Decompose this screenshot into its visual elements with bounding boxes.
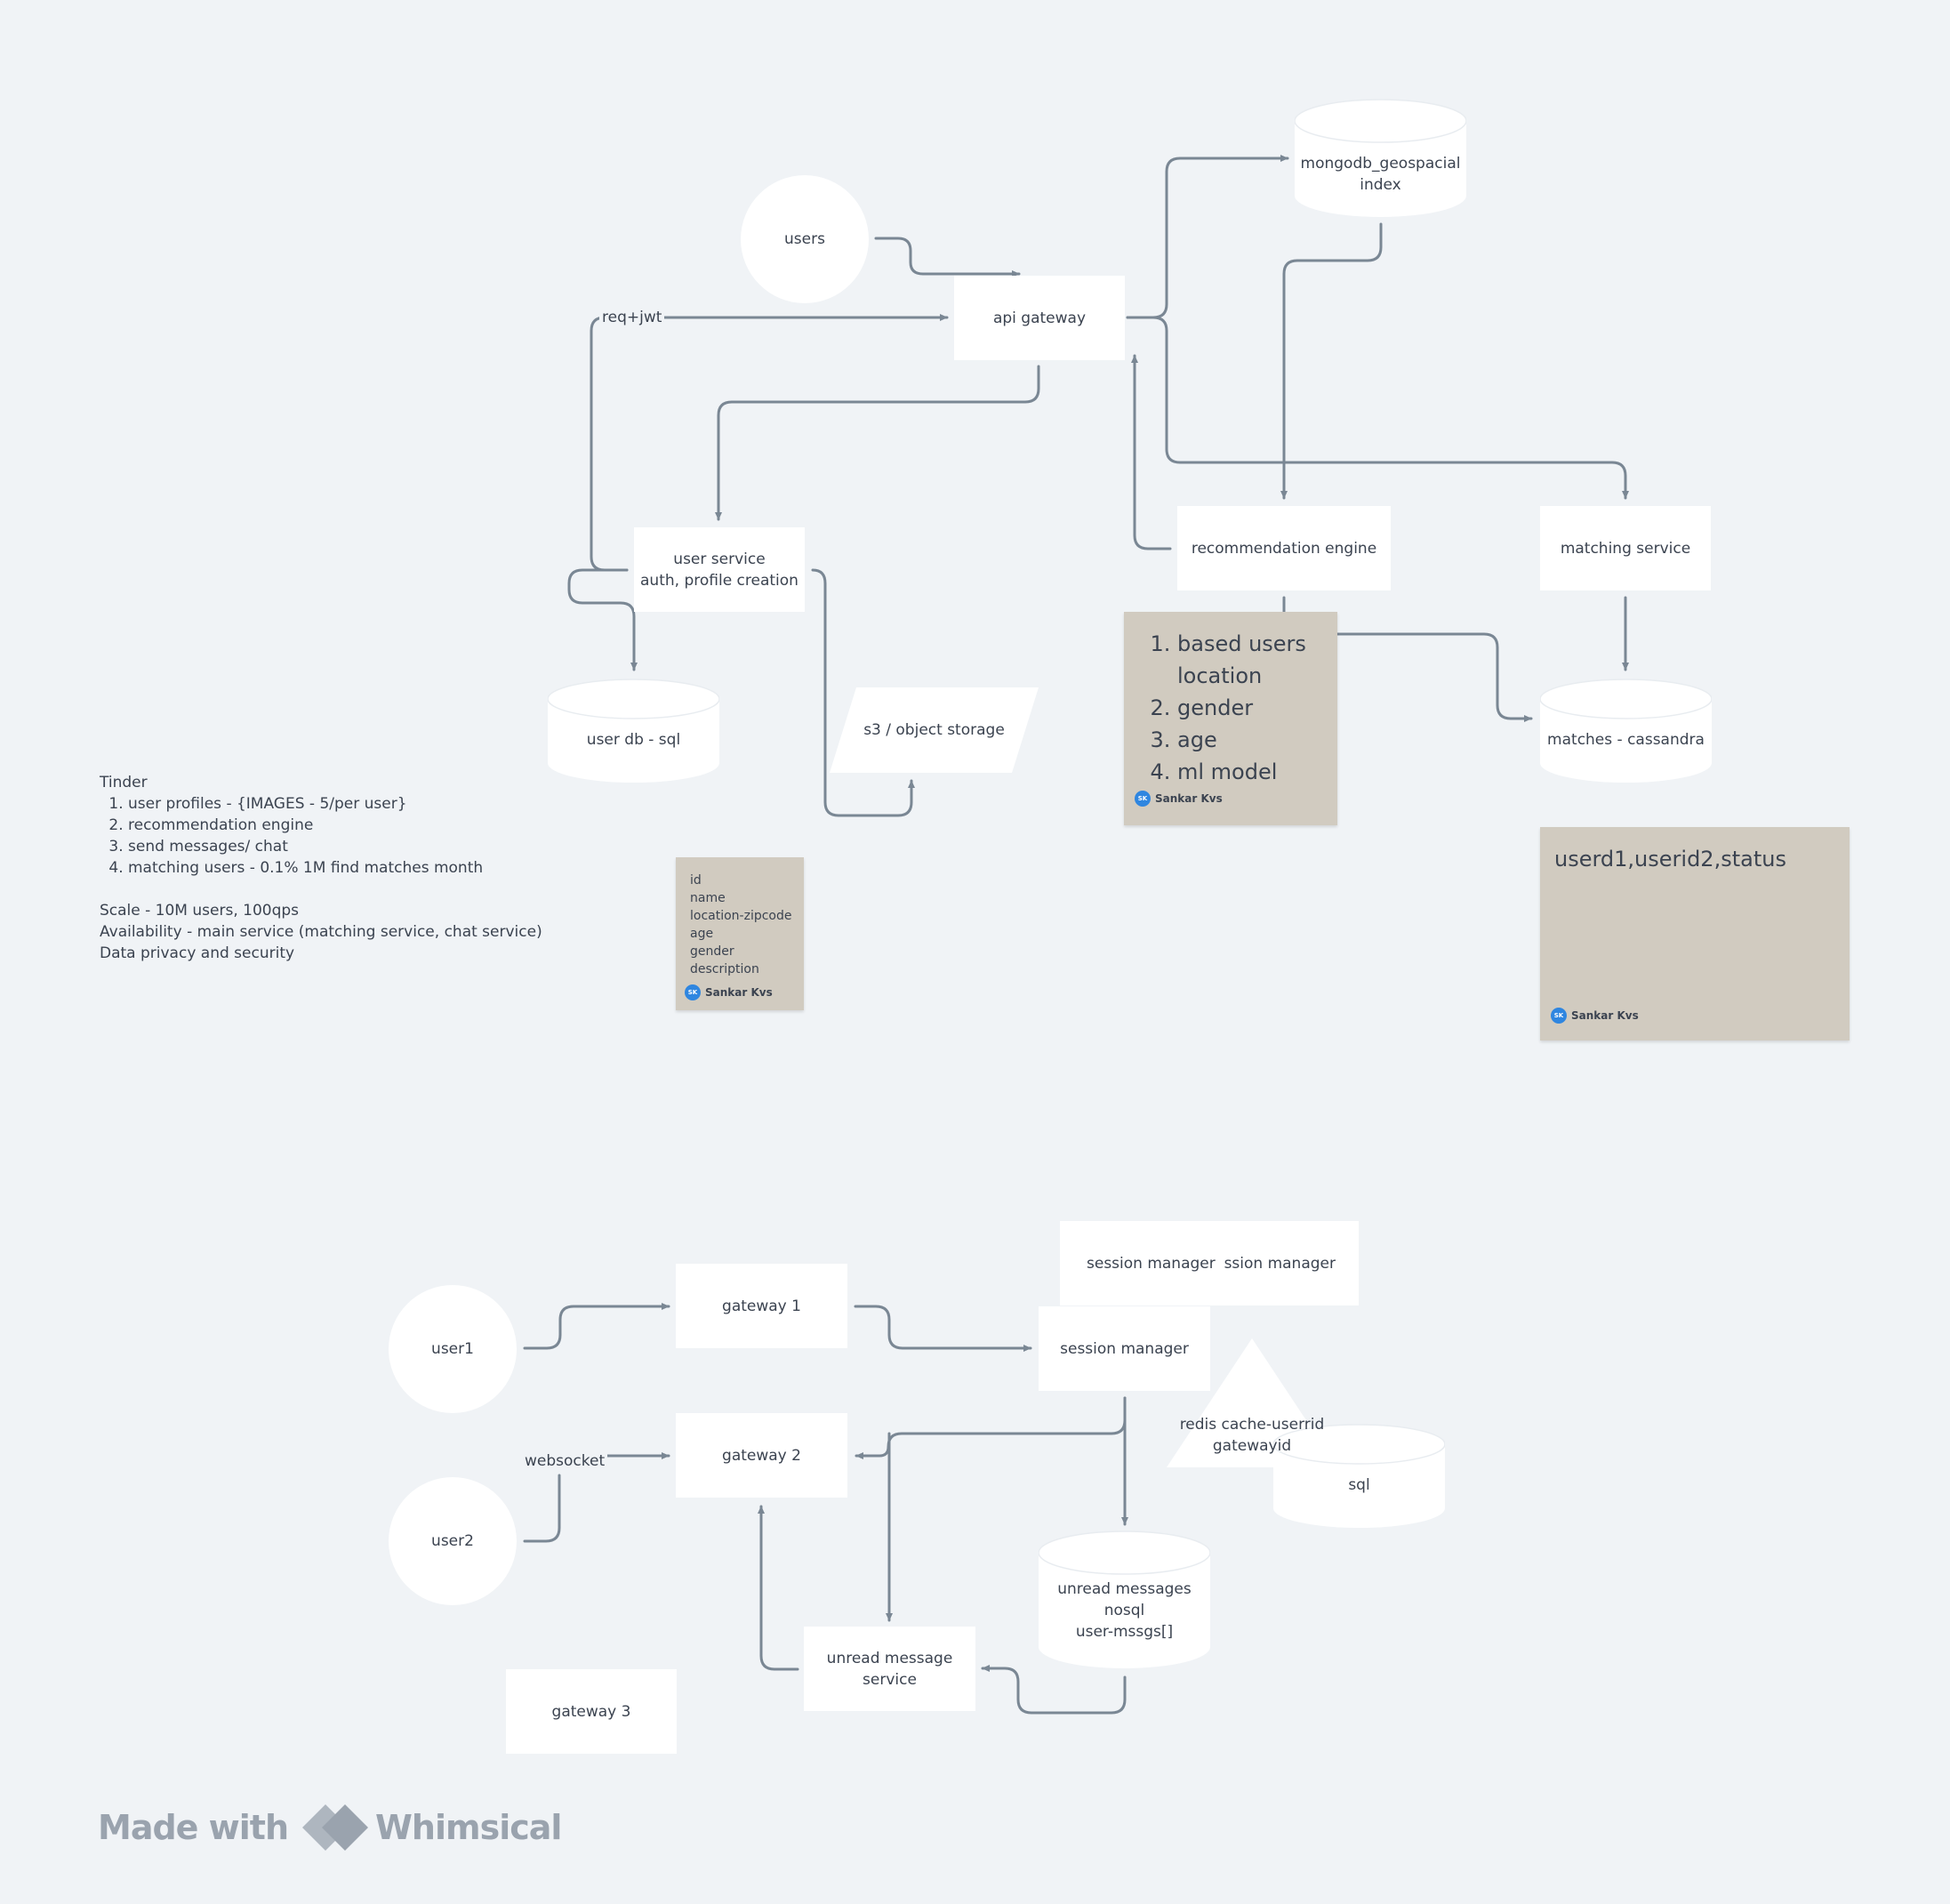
cylinder-shape [548, 679, 719, 783]
cylinder-shape [1039, 1530, 1210, 1668]
notes-item: matching users - 0.1% 1M find matches mo… [128, 857, 542, 879]
schema-field: gender [690, 944, 734, 959]
notes-item: recommendation engine [128, 815, 542, 836]
mongodb-label: mongodb_geospacial index [1300, 155, 1461, 194]
mongodb-geospatial-db[interactable]: mongodb_geospacial index [1295, 98, 1466, 219]
gateway1-node[interactable]: gateway 1 [676, 1264, 847, 1348]
sticky-author: SK Sankar Kvs [1551, 1001, 1639, 1030]
session-manager-group[interactable]: session manager ssion manager [1060, 1221, 1359, 1305]
schema-field: location-zipcode [690, 909, 792, 923]
sticky-author: SK Sankar Kvs [685, 984, 773, 1001]
session-manager-label: ssion manager [1224, 1254, 1336, 1273]
sticky-author: SK Sankar Kvs [1135, 783, 1223, 815]
gateway2-node[interactable]: gateway 2 [676, 1413, 847, 1498]
edge-unreaddb-to-unreadservice [981, 1665, 1127, 1715]
matches-schema-text: userd1,userid2,status [1554, 847, 1786, 872]
session-manager-label: session manager [1087, 1254, 1216, 1273]
author-name: Sankar Kvs [1155, 792, 1223, 805]
criteria-list: based users location gender age ml model [1124, 628, 1328, 788]
edge-user1-to-gateway1 [523, 1303, 670, 1350]
schema-field: id [690, 873, 702, 888]
notes-list: user profiles - {IMAGES - 5/per user} re… [100, 793, 542, 879]
edge-sessionmanager-to-gateway2 [855, 1396, 1127, 1459]
schema-field: name [690, 891, 726, 905]
redis-label: redis cache-userrid gatewayid [1179, 1416, 1325, 1455]
author-name: Sankar Kvs [705, 986, 773, 999]
cylinder-shape [1540, 679, 1712, 783]
edge-userservice-to-userdb [567, 568, 638, 671]
matches-schema-sticky[interactable]: userd1,userid2,status SK Sankar Kvs [1540, 827, 1850, 1040]
edge-gateway-to-matching [1126, 316, 1629, 500]
user-service-node[interactable]: user service auth, profile creation [634, 527, 805, 612]
matching-service-node[interactable]: matching service [1540, 506, 1711, 590]
users-node[interactable]: users [741, 175, 869, 303]
schema-field: description [690, 962, 759, 976]
criteria-item: gender [1177, 692, 1328, 724]
whimsical-branding[interactable]: Made with Whimsical [98, 1801, 562, 1854]
notes-line: Scale - 10M users, 100qps [100, 902, 300, 920]
edge-unreadservice-to-gateway2 [758, 1505, 799, 1671]
websocket-label: websocket [522, 1451, 608, 1471]
edge-user2-to-gateway2 [523, 1474, 561, 1543]
schema-field: age [690, 927, 714, 941]
notes-spacer [100, 879, 542, 900]
recommendation-engine-node[interactable]: recommendation engine [1177, 506, 1391, 590]
criteria-item: age [1177, 724, 1328, 756]
notes-item: send messages/ chat [128, 836, 542, 857]
avatar: SK [1135, 791, 1151, 807]
unread-db-label: unread messages nosql user-mssgs[] [1057, 1580, 1192, 1641]
edge-recommendation-to-gateway [1131, 354, 1172, 550]
avatar: SK [1551, 1008, 1567, 1024]
edge-gateway-to-userservice [715, 365, 1040, 521]
notes-line: Availability - main service (matching se… [100, 923, 542, 941]
s3-label: s3 / object storage [863, 721, 1005, 739]
req-jwt-label: req+jwt [599, 308, 665, 327]
parallelogram-shape [830, 687, 1039, 773]
matches-label: matches - cassandra [1547, 731, 1705, 749]
user1-node[interactable]: user1 [389, 1285, 517, 1413]
sql-label: sql [1348, 1476, 1370, 1494]
notes-title: Tinder [100, 774, 148, 791]
sql-db[interactable]: sql [1273, 1423, 1445, 1530]
criteria-item: ml model [1177, 756, 1328, 788]
notes-line: Data privacy and security [100, 944, 295, 962]
edge-mongodb-to-recommendation [1280, 222, 1383, 500]
session-manager-node[interactable]: session manager [1039, 1306, 1210, 1391]
brand-name: Whimsical [375, 1808, 562, 1847]
author-name: Sankar Kvs [1571, 1009, 1639, 1022]
user-db-label: user db - sql [586, 731, 681, 749]
user2-node[interactable]: user2 [389, 1477, 517, 1605]
avatar: SK [685, 984, 701, 1000]
cylinder-shape [1273, 1424, 1445, 1528]
recommendation-criteria-sticky[interactable]: based users location gender age ml model… [1124, 612, 1337, 825]
api-gateway-node[interactable]: api gateway [954, 276, 1125, 360]
criteria-item: based users location [1177, 628, 1328, 692]
user-db-sql[interactable]: user db - sql [548, 678, 719, 784]
unread-message-service-node[interactable]: unread message service [804, 1627, 975, 1711]
gateway3-node[interactable]: gateway 3 [506, 1669, 677, 1754]
s3-object-storage-node[interactable]: s3 / object storage [830, 687, 1039, 773]
made-with-text: Made with [98, 1808, 289, 1847]
unread-messages-db[interactable]: unread messages nosql user-mssgs[] [1039, 1530, 1210, 1670]
whimsical-logo-icon [302, 1804, 369, 1851]
user-schema-sticky[interactable]: id name location-zipcode age gender desc… [676, 857, 804, 1010]
edge-gateway1-to-sessionmanager [854, 1305, 1032, 1352]
notes-item: user profiles - {IMAGES - 5/per user} [128, 793, 542, 815]
edge-gateway-to-mongodb [1126, 155, 1289, 319]
matches-cassandra-db[interactable]: matches - cassandra [1540, 678, 1712, 784]
cylinder-shape [1295, 99, 1466, 217]
edge-users-to-gateway [874, 237, 1021, 277]
requirements-notes: Tinder user profiles - {IMAGES - 5/per u… [100, 772, 542, 964]
